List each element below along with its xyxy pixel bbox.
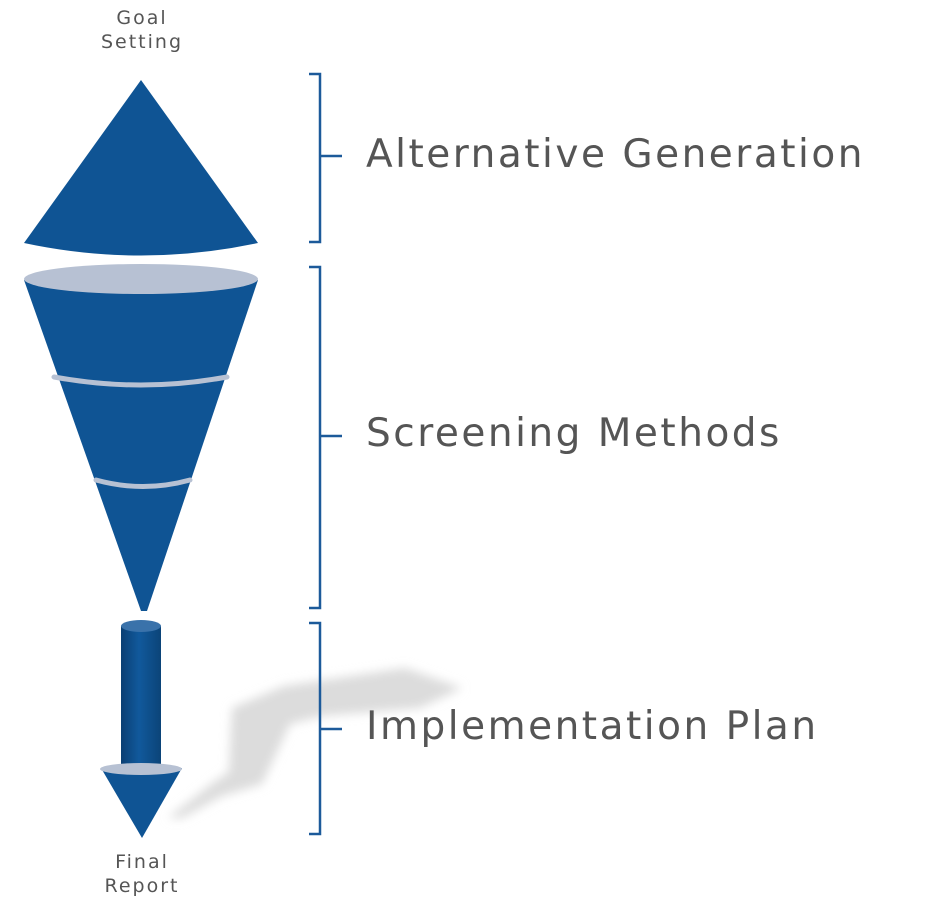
bracket-generation xyxy=(309,72,342,244)
stage-label-alternative-generation: Alternative Generation xyxy=(366,132,865,177)
arrow-head-rim xyxy=(100,763,182,775)
arrow-stem xyxy=(121,626,161,770)
arrow-shadow xyxy=(168,668,462,818)
funnel-ring-lower xyxy=(93,477,193,489)
stage-label-screening-methods: Screening Methods xyxy=(366,411,782,456)
arrow-stem-cap xyxy=(121,620,161,632)
stage-label-implementation-plan: Implementation Plan xyxy=(366,704,819,749)
bracket-implementation xyxy=(309,621,342,836)
screening-funnel xyxy=(24,280,258,611)
funnel-ring-upper xyxy=(51,374,230,388)
bracket-screening xyxy=(309,265,342,610)
final-report-label: Final Report xyxy=(104,851,180,897)
generation-cone xyxy=(24,80,258,256)
arrow-head xyxy=(101,768,182,838)
goal-setting-label: Goal Setting xyxy=(100,7,184,53)
funnel-top-rim xyxy=(24,264,258,294)
